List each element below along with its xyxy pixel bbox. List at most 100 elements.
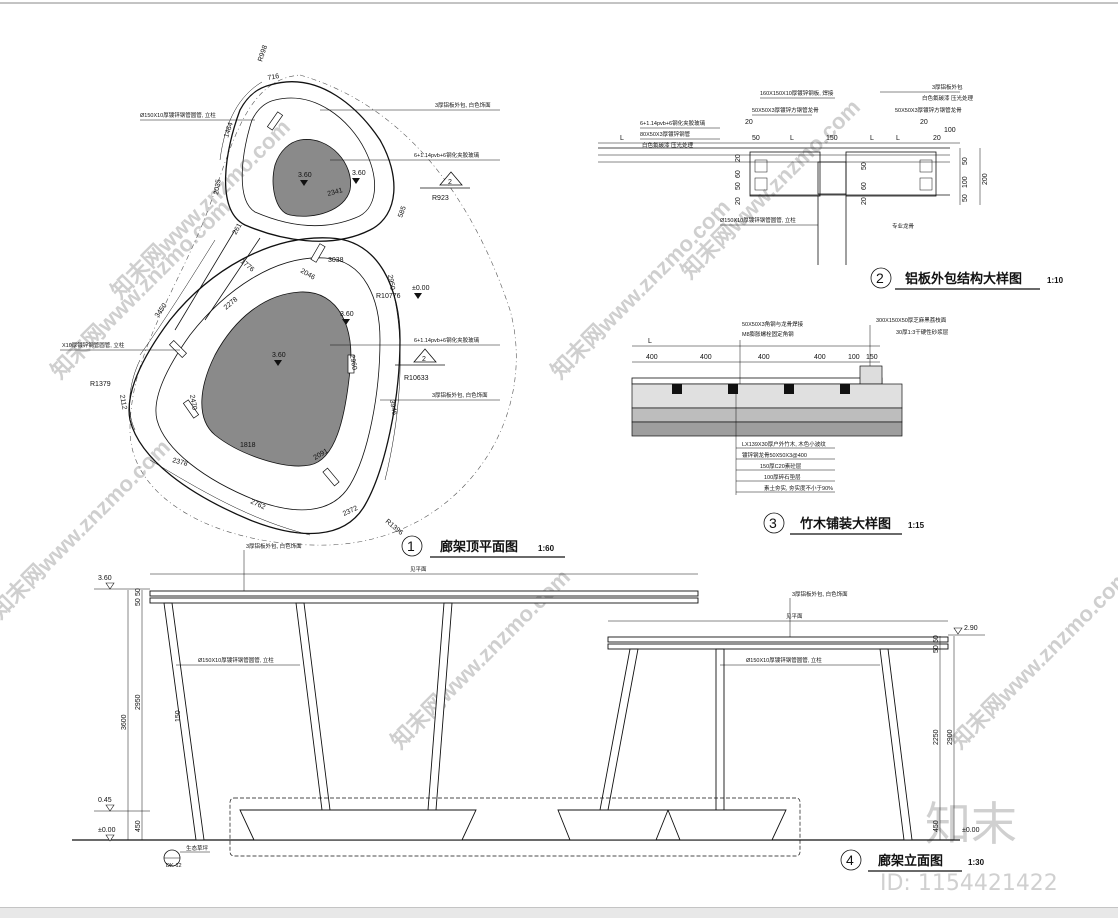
plan-note: Ø150X10厚镀锌钢管圆管, 立柱	[140, 111, 216, 119]
plan-dim: 2378	[171, 457, 188, 468]
detail3-view-title: 竹木铺装大样图	[799, 516, 891, 531]
detail3-stone-edge	[859, 365, 883, 385]
plan-elev-triangle	[342, 319, 350, 325]
plan-upper-frame-outer	[224, 81, 395, 242]
detail2-dim: 50	[752, 135, 760, 142]
plan-dim-line	[219, 81, 263, 161]
detail2-box	[845, 151, 937, 197]
detail2-note: 专业龙骨	[892, 222, 915, 230]
plan-dim: 2950	[386, 274, 396, 291]
plan-dim: 2035	[213, 179, 223, 196]
elev-view-number-circle	[840, 849, 862, 871]
detail3-joist	[728, 384, 738, 394]
detail2-dim: 50	[962, 194, 969, 202]
detail2-tube	[919, 177, 933, 191]
elev-right-dim: 50	[933, 645, 940, 653]
detail2-dim: 20	[735, 197, 742, 205]
plan-dim: 2112	[118, 394, 128, 410]
detail2-tube	[754, 177, 768, 191]
plan-radius-label: R998	[257, 44, 269, 62]
detail2-view-scale: 1:10	[1047, 276, 1064, 285]
detail3-layer-note: 150厚C20素砼层	[760, 462, 802, 470]
elev-column	[715, 648, 725, 811]
elev-col-dim: 150	[175, 710, 182, 722]
elev-view-number: 4	[846, 852, 854, 868]
watermark-text: 知末网www.znzmo.com	[46, 194, 235, 383]
detail2-dim: 50	[861, 162, 868, 170]
detail2-dim: 20	[735, 154, 742, 162]
watermark-text: 知末网www.znzmo.com	[106, 114, 295, 303]
detail2-view-number: 2	[876, 270, 884, 286]
detail2-view-title: 铝板外包结构大样图	[905, 271, 1022, 286]
plan-note: 6+1.14pvb+6钢化夹胶玻璃	[414, 336, 480, 344]
plan-section-number: 2	[448, 179, 452, 186]
plan-view: R998 R923 R10776 R10633 R1379 R1396 716 …	[60, 44, 565, 558]
plan-radius-label: R1379	[90, 381, 111, 388]
elev-bottom-tag: 生态草坪	[186, 844, 209, 852]
elev-left-elev: ±0.00	[98, 827, 116, 834]
plan-lower-frame-inner	[155, 257, 381, 511]
plan-note: 3厚铝板外包, 白色饰面	[435, 101, 491, 109]
elev-right-roof	[607, 636, 949, 643]
elev-left-dim: 2950	[135, 694, 142, 710]
plan-section-mark	[439, 171, 463, 186]
detail2-dim: 20	[920, 119, 928, 126]
elev-col-note: Ø150X10厚镀锌钢管圆管, 立柱	[746, 656, 822, 664]
detail3-view-number: 3	[769, 515, 777, 531]
elev-right-dim: 50	[933, 635, 940, 643]
detail2-note: 50X50X3厚镀锌方钢管龙骨	[895, 106, 962, 114]
plan-dim: 2278	[223, 296, 240, 311]
detail3-dim: 100	[848, 354, 860, 361]
elevation-view: 见平面 3厚铝板外包, 白色饰面 见平面 3厚铝板外包, 白色饰面 Ø150X1…	[72, 542, 985, 872]
plan-dim: 2960	[348, 354, 358, 371]
plan-elev: 3.60	[352, 170, 366, 177]
plan-column	[310, 243, 326, 263]
watermark-logo: 知末	[925, 797, 1017, 851]
elev-left-roof	[149, 590, 699, 597]
plan-column	[322, 467, 340, 487]
detail2-note: 80X50X3厚镀锌钢管	[640, 130, 691, 138]
elev-column	[295, 602, 331, 811]
plan-column	[182, 399, 200, 419]
plan-dim: 716	[267, 73, 280, 82]
plan-radius-label: R923	[432, 195, 449, 202]
plan-view-scale: 1:60	[538, 544, 555, 553]
elev-col-note: Ø150X10厚镀锌钢管圆管, 立柱	[198, 656, 274, 664]
elev-detail-tag-code: DK-12	[166, 863, 182, 869]
plan-elev-triangle	[352, 178, 360, 184]
detail3-dim: 400	[814, 354, 826, 361]
elev-right-dim: 2250	[933, 729, 940, 745]
detail2-dim: 60	[861, 182, 868, 190]
detail2-dim: L	[870, 135, 874, 142]
detail2-tube	[919, 159, 933, 173]
elev-see-plan-right: 见平面	[786, 613, 803, 620]
plan-upper-glass	[272, 139, 352, 217]
plan-dim: 3450	[154, 302, 169, 319]
plan-dim: 2046	[299, 268, 316, 282]
detail2-dim: 100	[944, 127, 956, 134]
plan-dim: 2762	[249, 498, 266, 511]
detail3-gravel-layer	[631, 407, 903, 423]
detail3-layer-note: LX139X30厚户外竹木, 木色小波纹	[742, 440, 826, 448]
plan-lower-glass	[201, 291, 352, 467]
elev-column	[879, 648, 913, 841]
plan-elev: 3.60	[272, 352, 286, 359]
detail2-dim: 20	[861, 197, 868, 205]
plan-section-mark	[413, 348, 437, 363]
detail3-dim: 400	[758, 354, 770, 361]
detail3-note: 30厚1:3干硬性砂浆层	[896, 328, 949, 336]
detail3-dim-L: L	[648, 338, 652, 345]
elev-column	[599, 648, 639, 811]
plan-connector-beam	[204, 237, 261, 321]
elev-left-dim: 450	[135, 820, 142, 832]
plan-dim-line	[139, 239, 216, 356]
plan-note: 6+1.14pvb+6钢化夹胶玻璃	[414, 151, 480, 159]
elev-elev-triangle	[105, 804, 115, 812]
plan-connector-beam	[174, 229, 236, 331]
plan-column	[266, 111, 284, 131]
plan-radius-label: R10776	[376, 293, 401, 300]
plan-elev-triangle	[414, 293, 422, 299]
plan-note: 3厚铝板外包, 白色饰面	[432, 391, 488, 399]
elev-view-scale: 1:30	[968, 858, 985, 867]
